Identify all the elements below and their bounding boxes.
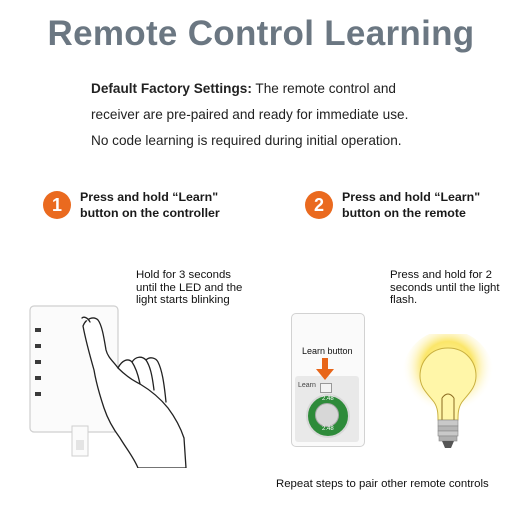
intro-bold: Default Factory Settings: <box>91 81 252 96</box>
step-1-note-line: until the LED and the <box>136 281 243 294</box>
battery-label-top: 2.48 <box>322 396 334 402</box>
intro-line3: No code learning is required during init… <box>91 133 402 148</box>
step-2-note-line: seconds until the light <box>390 281 500 294</box>
learn-button-label: Learn button <box>302 346 353 356</box>
step-2-note-line: flash. <box>390 294 418 306</box>
intro-line2: receiver are pre-paired and ready for im… <box>91 107 409 122</box>
footer-text: Repeat steps to pair other remote contro… <box>276 478 489 490</box>
hand-icon <box>81 316 187 468</box>
step-1-note-line: light starts blinking <box>136 294 230 306</box>
step-1-line1: Press and hold “Learn" <box>80 190 219 204</box>
learn-small-label: Learn <box>298 382 316 389</box>
controller-illustration <box>29 305 187 468</box>
intro-line1: The remote control and <box>251 81 396 96</box>
step-2-note: Press and hold for 2 seconds until the l… <box>390 269 500 307</box>
page-title: Remote Control Learning <box>47 14 475 53</box>
step-1-text: Press and hold “Learn" button on the con… <box>80 189 220 221</box>
light-bulb-icon <box>402 334 494 448</box>
step-2-line2: button on the remote <box>342 206 466 220</box>
step-2-badge: 2 <box>305 191 333 219</box>
battery-label-bottom: 2.48 <box>322 426 334 432</box>
intro-text: Default Factory Settings: The remote con… <box>91 76 511 154</box>
step-1-badge: 1 <box>43 191 71 219</box>
step-1-line2: button on the controller <box>80 206 220 220</box>
step-2-note-line: Press and hold for 2 <box>390 269 492 281</box>
step-2-text: Press and hold “Learn" button on the rem… <box>342 189 480 221</box>
step-2-line1: Press and hold “Learn" <box>342 190 481 204</box>
step-1-note-line: Hold for 3 seconds <box>136 269 231 281</box>
learn-button[interactable] <box>320 383 332 393</box>
arrow-down-icon <box>316 358 334 380</box>
step-1-note: Hold for 3 seconds until the LED and the… <box>136 269 242 307</box>
coin-battery <box>315 403 339 427</box>
